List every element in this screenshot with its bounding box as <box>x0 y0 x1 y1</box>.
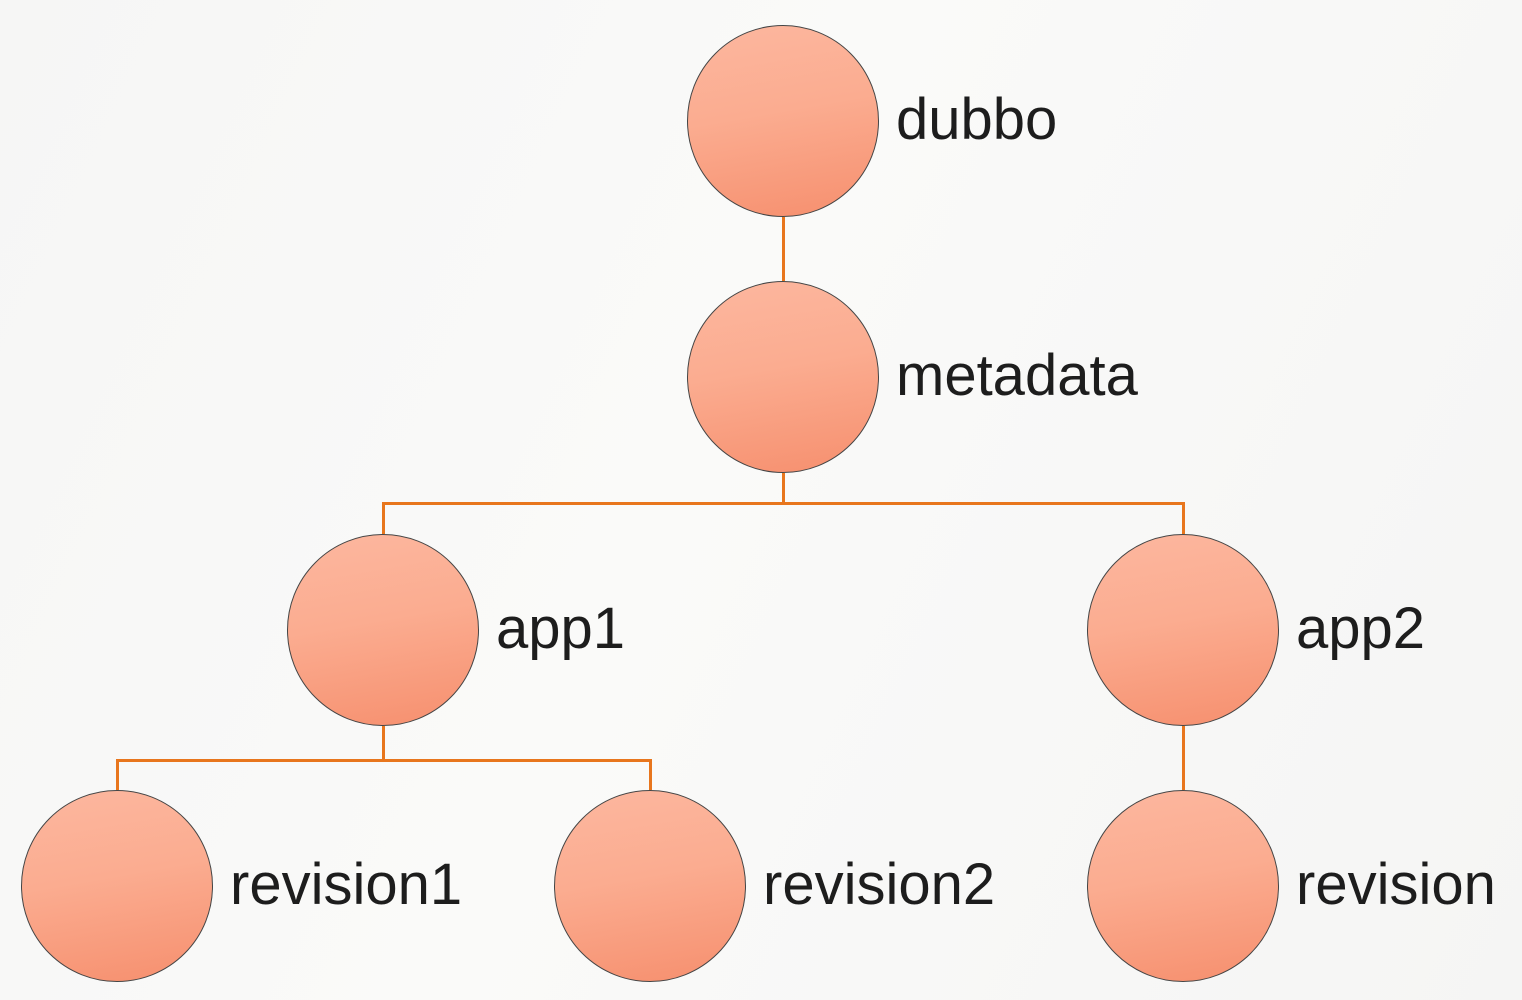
node-app1: app1 <box>287 534 625 726</box>
connector-branch-app1 <box>381 501 385 534</box>
connector-metadata-branch-bar <box>381 501 1185 505</box>
node-app2-label: app2 <box>1296 595 1426 661</box>
connector-dubbo-metadata <box>781 217 785 281</box>
node-metadata: metadata <box>687 281 1138 473</box>
node-revision1-label: revision1 <box>230 851 463 917</box>
node-revision1: revision1 <box>21 790 462 982</box>
node-revision2-label: revision2 <box>763 851 996 917</box>
node-revision2: revision2 <box>554 790 995 982</box>
node-app1-label: app1 <box>496 595 626 661</box>
connector-branch-app2 <box>1181 501 1185 534</box>
connector-metadata-stem <box>781 473 785 505</box>
node-metadata-label: metadata <box>896 342 1138 408</box>
node-dubbo: dubbo <box>687 25 1057 217</box>
node-dubbo-label: dubbo <box>896 86 1058 152</box>
node-app2: app2 <box>1087 534 1425 726</box>
connector-branch-revision2 <box>648 758 652 790</box>
connector-app1-stem <box>381 726 385 762</box>
node-revision: revision <box>1087 790 1496 982</box>
connector-branch-revision1 <box>115 758 119 790</box>
node-revision-label: revision <box>1296 851 1496 917</box>
connector-app1-branch-bar <box>115 758 652 762</box>
connector-app2-revision <box>1181 726 1185 790</box>
